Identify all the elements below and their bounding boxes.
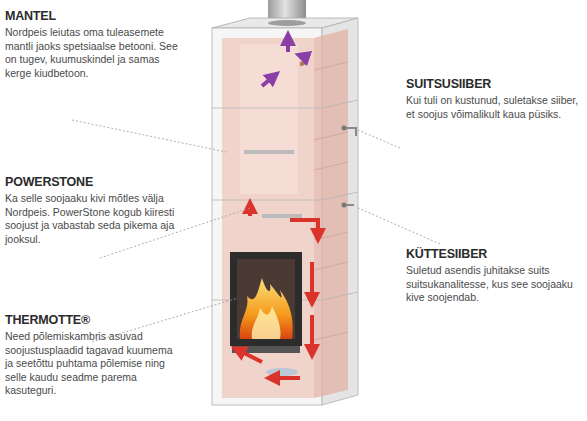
callout-heading: MANTEL <box>5 9 56 23</box>
flame <box>240 278 293 339</box>
handle-knob <box>342 126 347 131</box>
smoke-channel <box>240 44 298 194</box>
callout-heading: POWERSTONE <box>5 175 93 189</box>
callout-text: Suletud asendis juhitakse suits suitsuka… <box>406 264 586 305</box>
damper-handles <box>344 128 356 205</box>
firebox-frame <box>230 252 302 346</box>
callout-heading: KÜTTESIIBER <box>406 247 487 261</box>
handle-knob <box>342 203 347 208</box>
powerstone-side <box>314 29 348 398</box>
flue-gas-arrows <box>238 206 318 378</box>
callout-heading: SUITSUSIIBER <box>406 77 491 91</box>
smoke-arrows <box>262 38 306 86</box>
callout-text: Need põlemiskambris asuvad soojustusplaa… <box>5 330 173 398</box>
damper-plate <box>244 150 294 154</box>
callout-heading: THERMOTTE® <box>5 313 90 327</box>
callout-text: Nordpeis leiutas oma tuleasemete mantli … <box>5 26 187 80</box>
air-intake <box>266 368 298 376</box>
callout-text: Kui tuli on kustunud, suletakse siiber, … <box>406 94 586 121</box>
flue-pipe <box>268 0 306 26</box>
flame-core <box>252 306 281 339</box>
firebox-glass <box>237 259 295 339</box>
damper-plate <box>262 214 302 218</box>
callout-text: Ka selle soojaaku kivi mõtles välja Nord… <box>5 192 187 246</box>
pipe-collar <box>268 20 306 26</box>
stone-joints <box>314 62 348 340</box>
mantel-front <box>212 28 322 405</box>
